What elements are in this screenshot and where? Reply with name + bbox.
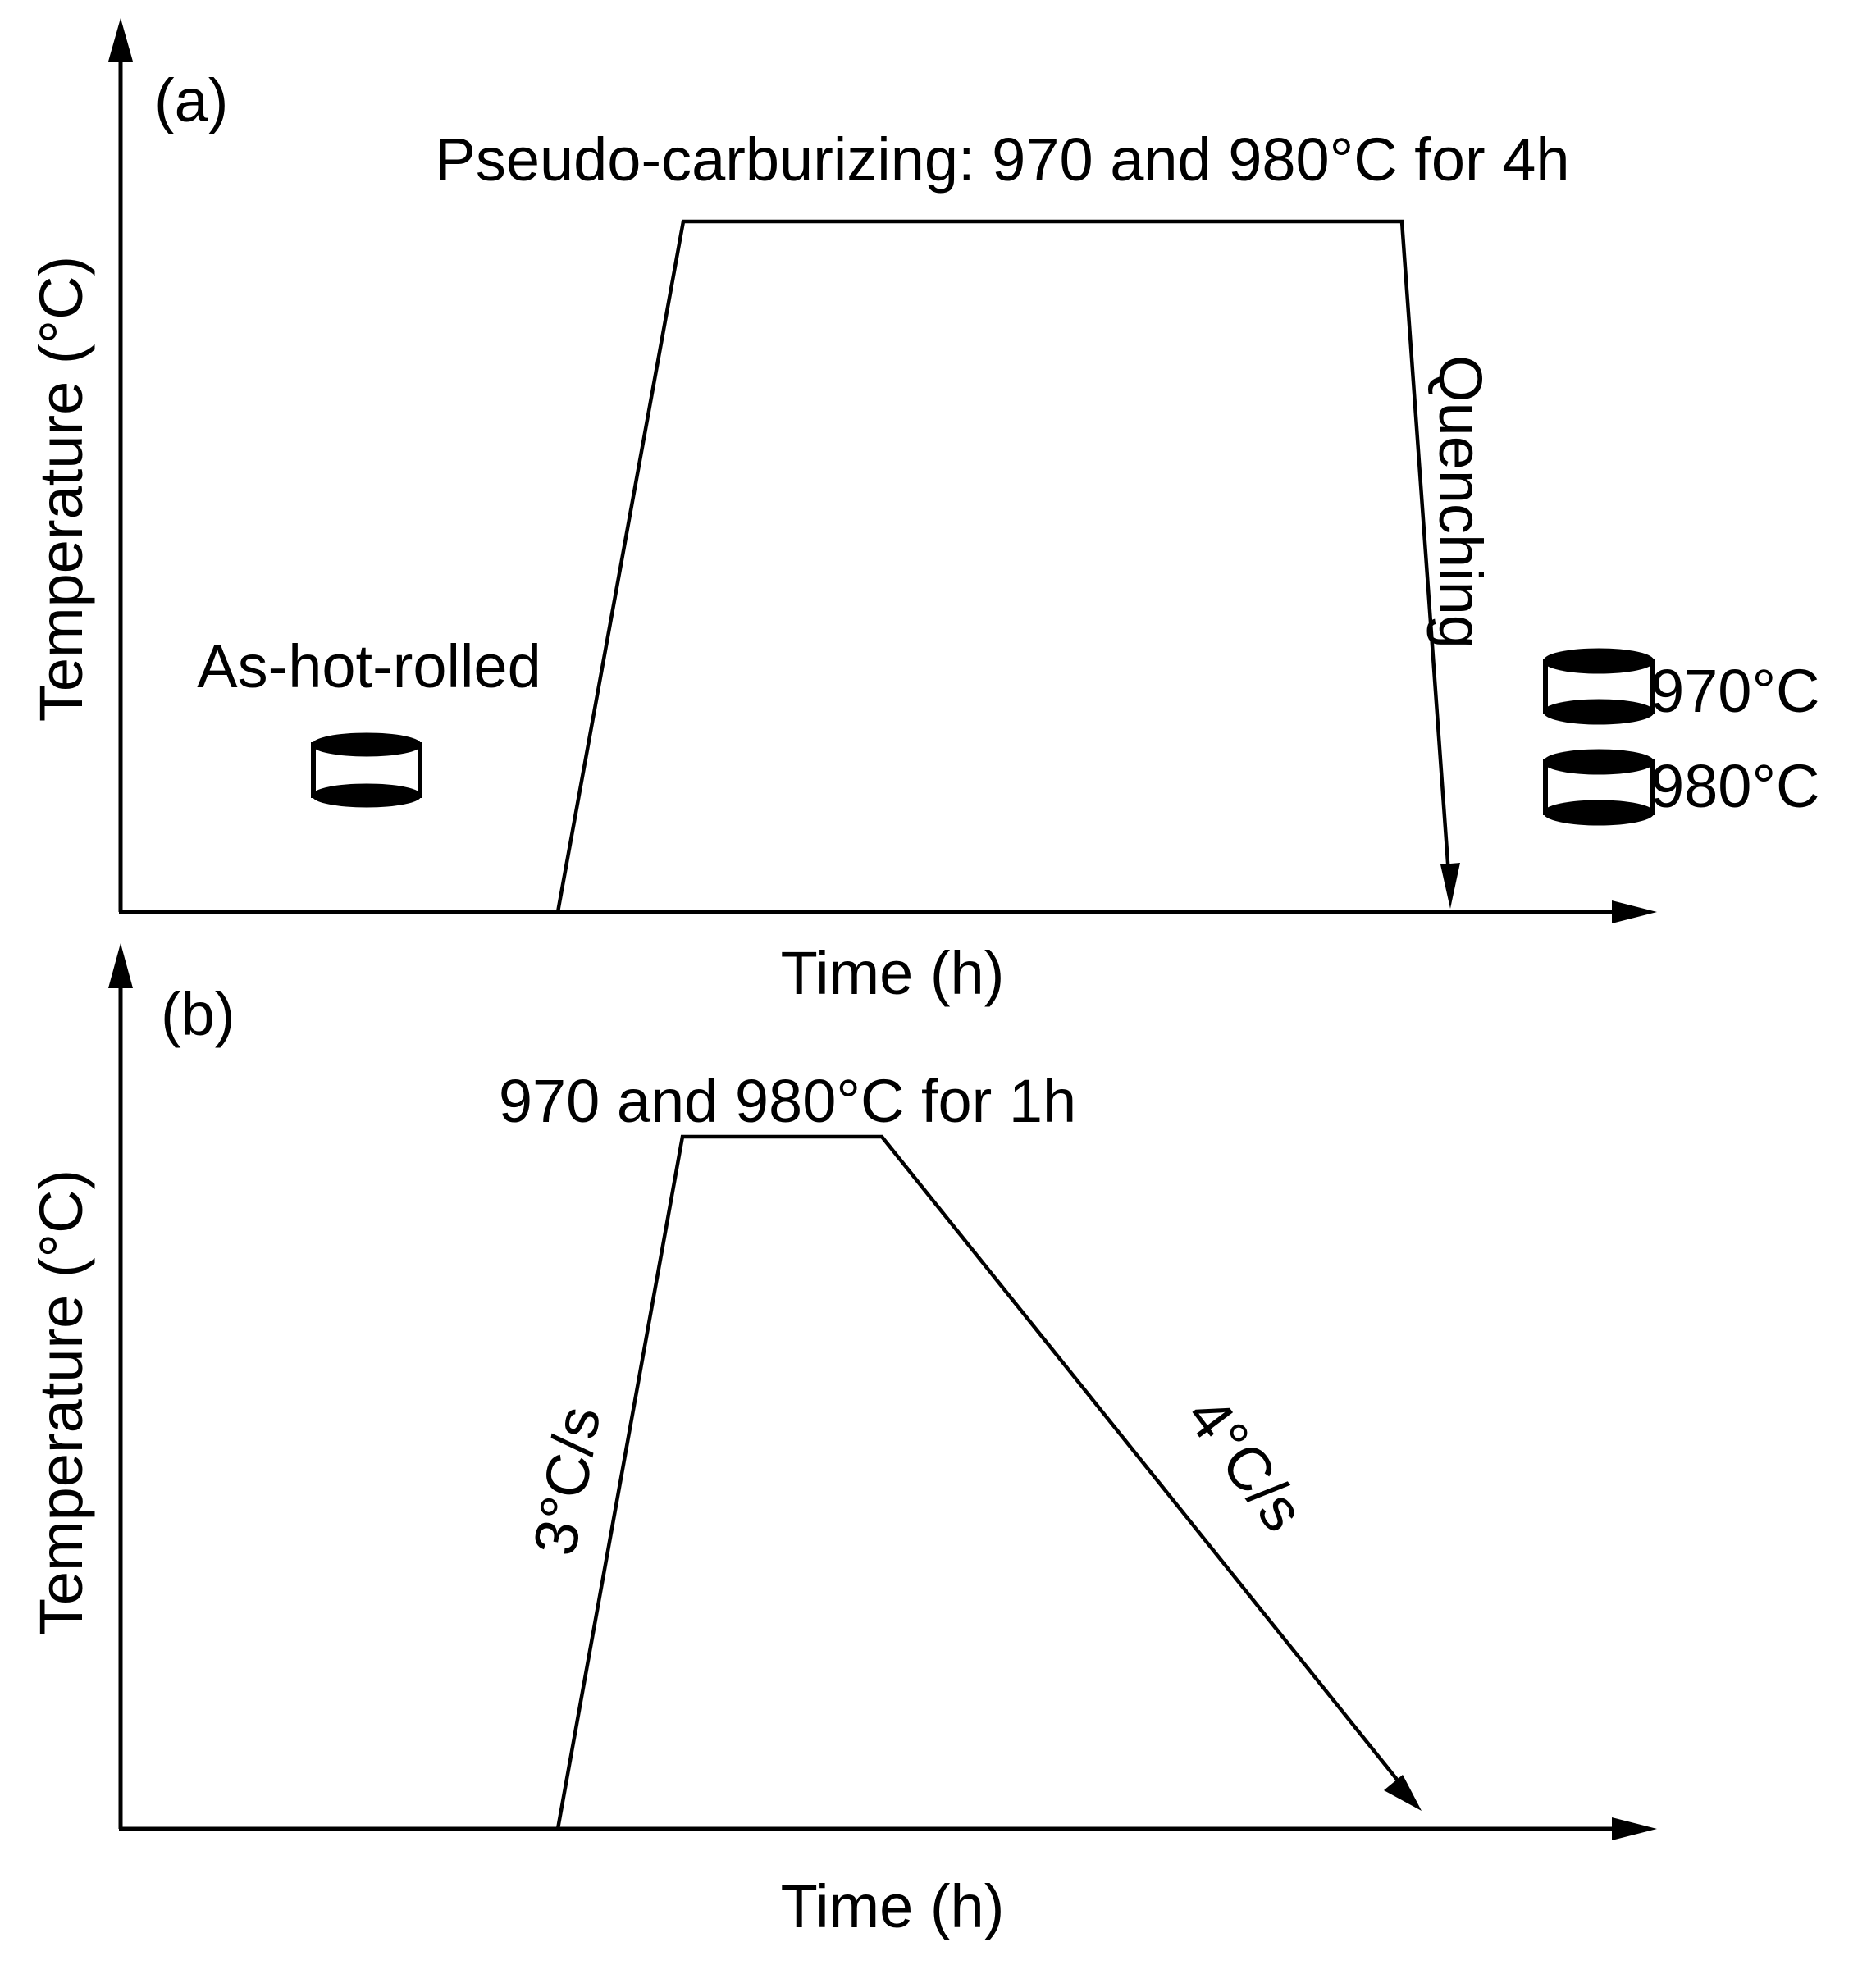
panel-b-x-axis-arrowhead	[1612, 1817, 1657, 1840]
heating-rate-label: 3°C/s	[520, 1402, 613, 1560]
panel-b-x-axis-label: Time (h)	[781, 1872, 1005, 1940]
specimen-980-label: 980°C	[1650, 752, 1820, 820]
panel-a-x-axis-arrowhead	[1612, 900, 1657, 923]
panel-b: (b) 970 and 980°C for 1h Temperature (°C…	[27, 943, 1657, 1940]
panel-b-thermal-cycle	[555, 1134, 1403, 1830]
panel-a-sample-label: As-hot-rolled	[197, 632, 541, 700]
panel-b-label: (b)	[161, 980, 235, 1048]
panel-a-x-axis-label: Time (h)	[781, 939, 1005, 1007]
panel-a: (a) Pseudo-carburizing: 970 and 980°C fo…	[27, 18, 1820, 1007]
panel-a-title: Pseudo-carburizing: 970 and 980°C for 4h	[435, 125, 1569, 194]
cooling-rate-label: 4°C/s	[1174, 1384, 1318, 1543]
panel-a-y-axis-label: Temperature (°C)	[27, 256, 95, 722]
panel-a-y-axis-arrowhead	[108, 18, 133, 62]
panel-a-label: (a)	[154, 66, 228, 134]
specimen-980-icon	[1543, 749, 1655, 826]
panel-b-title: 970 and 980°C for 1h	[499, 1067, 1076, 1135]
panel-a-thermal-cycle	[555, 219, 1451, 913]
as-hot-rolled-specimen-icon	[311, 732, 422, 808]
specimen-970-icon	[1543, 648, 1655, 725]
panel-b-y-axis-arrowhead	[108, 943, 133, 988]
panel-a-quench-label: Quenching	[1426, 355, 1495, 649]
panel-a-quench-arrowhead	[1440, 863, 1460, 909]
specimen-970-label: 970°C	[1650, 657, 1820, 725]
panel-b-cooling-arrowhead	[1384, 1775, 1422, 1811]
panel-b-y-axis-label: Temperature (°C)	[27, 1169, 95, 1635]
